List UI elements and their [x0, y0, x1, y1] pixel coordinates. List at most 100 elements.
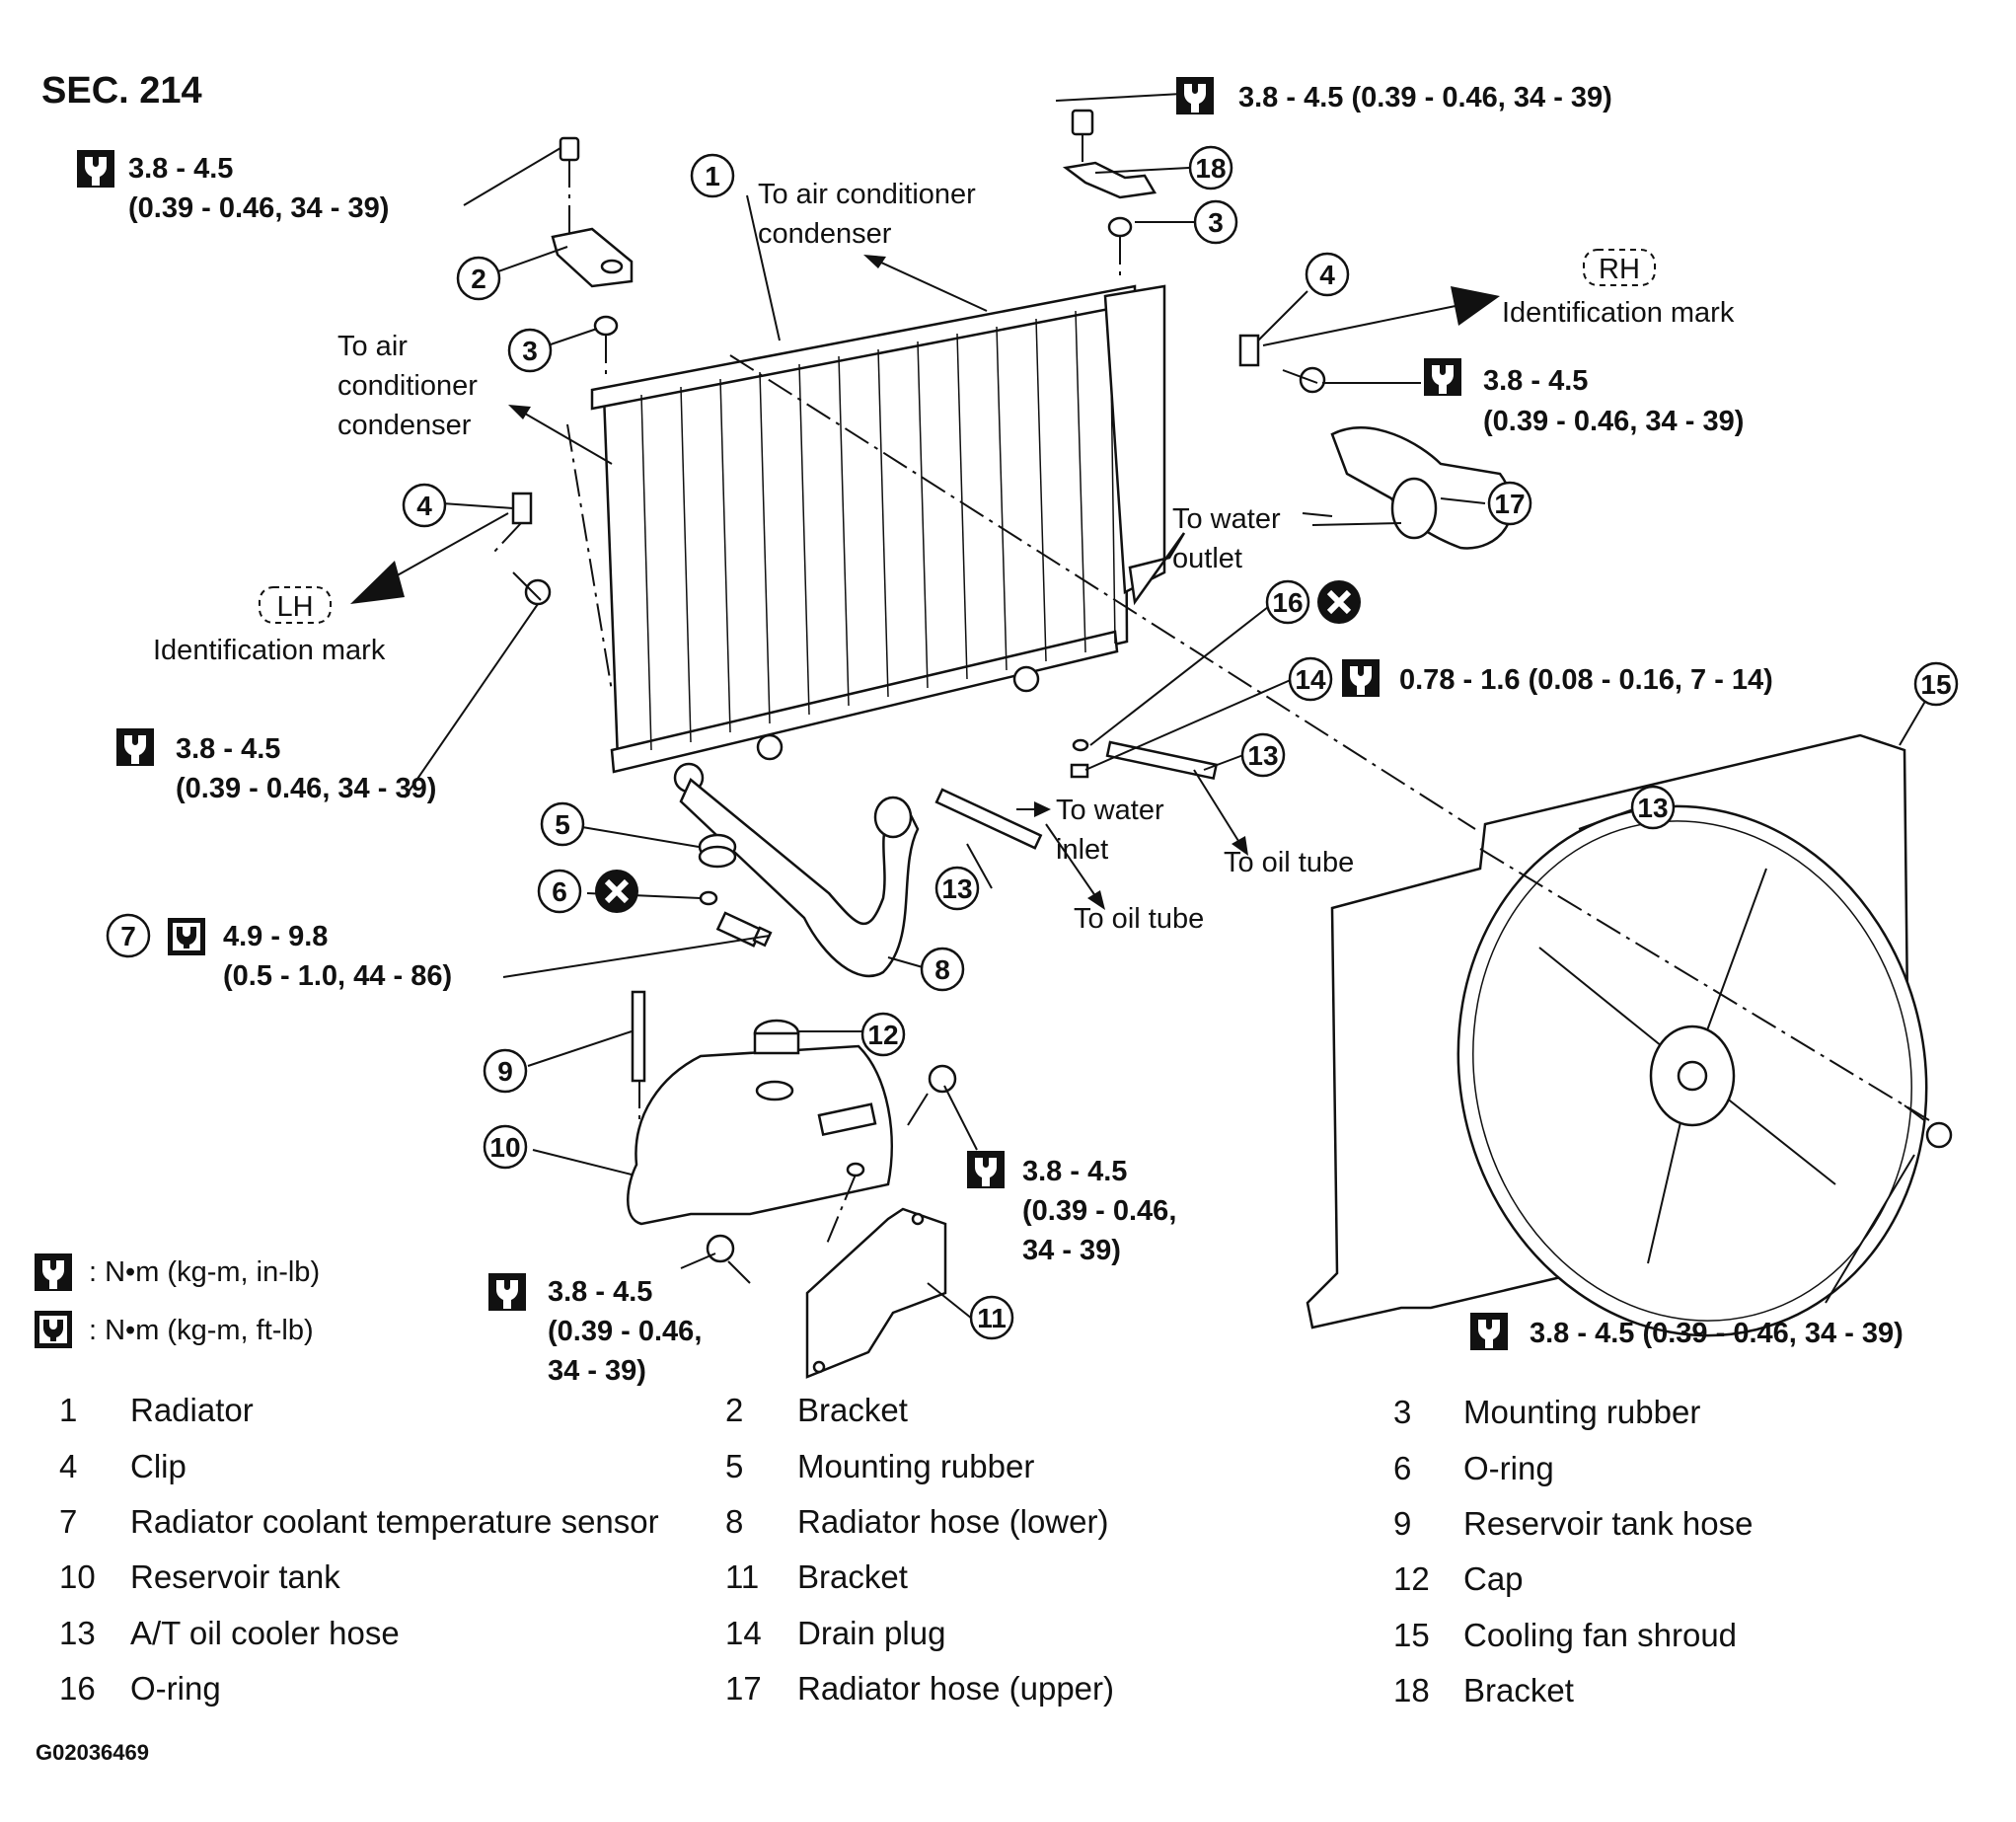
torque-spec-14: 0.78 - 1.6 (0.08 - 0.16, 7 - 14) — [1399, 664, 1773, 696]
callout-5: 5 — [540, 801, 585, 847]
svg-text:17: 17 — [725, 1670, 762, 1707]
torque-wrench-icon — [1176, 77, 1214, 114]
svg-text:5: 5 — [555, 809, 570, 840]
callout-3: 3 — [1193, 199, 1238, 245]
callout-8: 8 — [920, 947, 965, 992]
svg-text:1: 1 — [705, 161, 720, 191]
drain-plug-parts — [1070, 738, 1089, 779]
notes: To air conditioner condenser To air cond… — [153, 179, 1735, 935]
svg-text:O-ring: O-ring — [130, 1670, 221, 1707]
leader-lines — [404, 93, 1935, 1324]
cooling-fan-shroud — [1306, 733, 1953, 1337]
lh-mark-box — [259, 586, 332, 624]
svg-text:13: 13 — [941, 873, 972, 904]
svg-text:13: 13 — [1637, 793, 1668, 823]
bracket-18-assembly — [1062, 109, 1157, 281]
bracket-2-assembly — [551, 136, 634, 380]
torque-wrench-ftlb-icon — [35, 1311, 72, 1348]
note-oil-tube: To oil tube — [1074, 903, 1204, 935]
figure-id: G02036469 — [36, 1740, 149, 1765]
note-water-outlet: outlet — [1172, 543, 1242, 574]
torque-spec-7: 4.9 - 9.8 — [223, 921, 328, 952]
legend-ft-lb: : N•m (kg-m, ft-lb) — [89, 1315, 314, 1346]
torque-specs: 3.8 - 4.5 (0.39 - 0.46, 34 - 39) 3.8 - 4… — [128, 82, 1904, 1387]
svg-text:Drain plug: Drain plug — [797, 1615, 945, 1651]
svg-text:10: 10 — [489, 1132, 520, 1163]
svg-text:3: 3 — [1208, 207, 1224, 238]
svg-text:14: 14 — [725, 1615, 762, 1651]
torque-wrench-icon — [967, 1151, 1005, 1188]
torque-spec-rh-clip: (0.39 - 0.46, 34 - 39) — [1483, 406, 1744, 437]
reservoir-tank — [627, 990, 893, 1245]
torque-spec-lh-clip: (0.39 - 0.46, 34 - 39) — [176, 773, 436, 804]
section-title: SEC. 214 — [41, 70, 202, 112]
torque-wrench-icon — [1342, 659, 1380, 697]
svg-text:Reservoir tank: Reservoir tank — [130, 1558, 340, 1595]
svg-text:9: 9 — [1393, 1505, 1411, 1542]
note-water-inlet: inlet — [1056, 834, 1108, 866]
callout-18: 18 — [1188, 145, 1233, 190]
rh-mark: RH — [1599, 254, 1640, 285]
svg-text:13: 13 — [1247, 740, 1278, 771]
svg-text:2: 2 — [725, 1392, 743, 1428]
svg-text:8: 8 — [934, 954, 950, 985]
svg-text:5: 5 — [725, 1448, 743, 1484]
bracket-11 — [805, 1207, 947, 1379]
units-legend: : N•m (kg-m, in-lb) : N•m (kg-m, ft-lb) — [89, 1256, 320, 1346]
torque-spec-2: 3.8 - 4.5 — [128, 153, 233, 185]
part-row: 5 Mounting rubber — [725, 1448, 1034, 1484]
torque-wrench-icon — [77, 150, 114, 188]
svg-text:16: 16 — [1272, 587, 1303, 618]
callouts: 1 2 3 3 4 4 5 6 7 8 9 10 11 12 13 13 13 … — [106, 145, 1959, 1340]
part-row: 2 Bracket — [725, 1392, 908, 1428]
svg-text:O-ring: O-ring — [1463, 1450, 1554, 1486]
direction-arrows — [350, 255, 1500, 910]
svg-text:Reservoir tank hose: Reservoir tank hose — [1463, 1505, 1753, 1542]
svg-text:6: 6 — [552, 876, 567, 907]
callout-6: 6 — [537, 869, 582, 914]
svg-text:4: 4 — [416, 491, 432, 521]
svg-text:7: 7 — [59, 1503, 77, 1540]
svg-text:Radiator hose (upper): Radiator hose (upper) — [797, 1670, 1114, 1707]
svg-text:A/T oil cooler hose: A/T oil cooler hose — [130, 1615, 400, 1651]
oil-cooler-hoses — [934, 740, 1219, 850]
torque-spec-18: 3.8 - 4.5 (0.39 - 0.46, 34 - 39) — [1238, 82, 1612, 114]
torque-spec-fan: 3.8 - 4.5 (0.39 - 0.46, 34 - 39) — [1530, 1318, 1904, 1349]
assembly-lines — [566, 354, 1930, 1121]
svg-text:4: 4 — [59, 1448, 77, 1484]
note-ac-condenser-left: conditioner — [337, 370, 478, 402]
radiator — [590, 284, 1186, 794]
svg-text:Cap: Cap — [1463, 1560, 1524, 1597]
torque-spec-tank: 34 - 39) — [1022, 1235, 1121, 1266]
torque-wrench-icon — [35, 1253, 72, 1291]
torque-spec-bracket-11: (0.39 - 0.46, — [548, 1316, 702, 1347]
note-ac-condenser: To air conditioner — [758, 179, 976, 210]
note-ac-condenser-left: condenser — [337, 410, 472, 441]
svg-text:15: 15 — [1393, 1617, 1430, 1653]
oring-replace-icon — [595, 870, 638, 913]
svg-text:3: 3 — [522, 336, 538, 366]
svg-text:15: 15 — [1920, 669, 1951, 700]
torque-wrench-ftlb-icon — [168, 918, 205, 955]
svg-text:Mounting rubber: Mounting rubber — [797, 1448, 1034, 1484]
radiator-hose-upper — [1330, 426, 1514, 550]
lh-identification-label: Identification mark — [153, 635, 386, 666]
callout-17: 17 — [1487, 481, 1532, 526]
svg-text:18: 18 — [1195, 153, 1226, 184]
callout-1: 1 — [690, 153, 735, 198]
oring-replace-icon — [1317, 580, 1361, 624]
callout-14: 14 — [1288, 656, 1333, 702]
svg-text:Bracket: Bracket — [797, 1392, 908, 1428]
part-row: 17 Radiator hose (upper) — [725, 1670, 1114, 1707]
callout-4: 4 — [1305, 252, 1350, 297]
